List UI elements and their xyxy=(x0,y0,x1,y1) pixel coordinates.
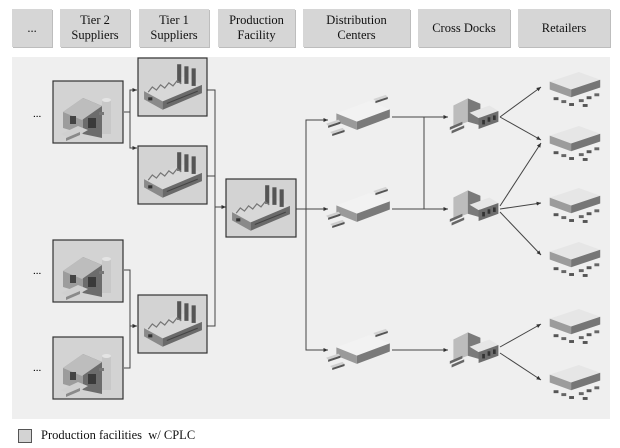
edge-cd1-r2 xyxy=(499,116,542,141)
tier2-supplier-1 xyxy=(52,80,124,144)
edge-cd3-r6 xyxy=(499,352,542,381)
retailer-6 xyxy=(549,364,601,400)
edge-cd3-r5 xyxy=(499,323,542,348)
retailer-3 xyxy=(549,187,601,223)
retailer-4 xyxy=(549,241,601,277)
cross-dock-1 xyxy=(449,98,499,134)
tier2-supplier-2 xyxy=(52,239,124,303)
edge-prod-dc-top xyxy=(305,118,328,209)
distribution-center-3 xyxy=(326,328,390,371)
row-ellipsis-2: ... xyxy=(33,265,42,277)
distribution-center-2 xyxy=(326,186,390,229)
header-ellipsis-text: ... xyxy=(27,20,37,35)
edge-cd2-r2 xyxy=(499,142,542,207)
edge-cd2-r3 xyxy=(499,201,542,210)
row-ellipsis-1: ... xyxy=(33,108,42,120)
edge-prod-dc-bottom xyxy=(305,209,328,352)
tier1-supplier-2 xyxy=(137,145,208,205)
edge-t2a-t1a xyxy=(124,88,137,113)
tier2-supplier-3 xyxy=(52,336,124,400)
edge-t1a-prod xyxy=(207,89,226,209)
header-crossdocks-text: Cross Docks xyxy=(432,20,496,35)
legend: Production facilities w/ CPLC xyxy=(18,428,195,443)
edge-t2b-t1c xyxy=(124,269,137,328)
retailer-5 xyxy=(549,308,601,344)
production-facility xyxy=(225,178,297,238)
flow-edges xyxy=(124,86,542,381)
cross-dock-3 xyxy=(449,332,499,368)
row-ellipsis-3: ... xyxy=(33,362,42,374)
legend-swatch xyxy=(18,428,32,443)
edge-t2c-t1c xyxy=(124,324,137,369)
header-retailers-text: Retailers xyxy=(541,20,587,35)
retailer-2 xyxy=(549,125,601,161)
edge-t1c-prod xyxy=(207,207,216,327)
tier1-supplier-3 xyxy=(137,294,208,354)
tier1-supplier-1 xyxy=(137,57,208,117)
legend-label: Production facilities w/ CPLC xyxy=(41,428,196,442)
cross-dock-2 xyxy=(449,190,499,226)
header-ellipsis: ... xyxy=(12,9,52,47)
retailer-1 xyxy=(549,71,601,107)
edge-cd2-r4 xyxy=(499,211,542,256)
edge-t2a-t1b xyxy=(124,111,137,150)
distribution-center-1 xyxy=(326,94,390,137)
header-cross-docks: Cross Docks xyxy=(418,9,510,47)
header-retailers: Retailers xyxy=(518,9,610,47)
edge-cd1-r1 xyxy=(499,86,542,118)
